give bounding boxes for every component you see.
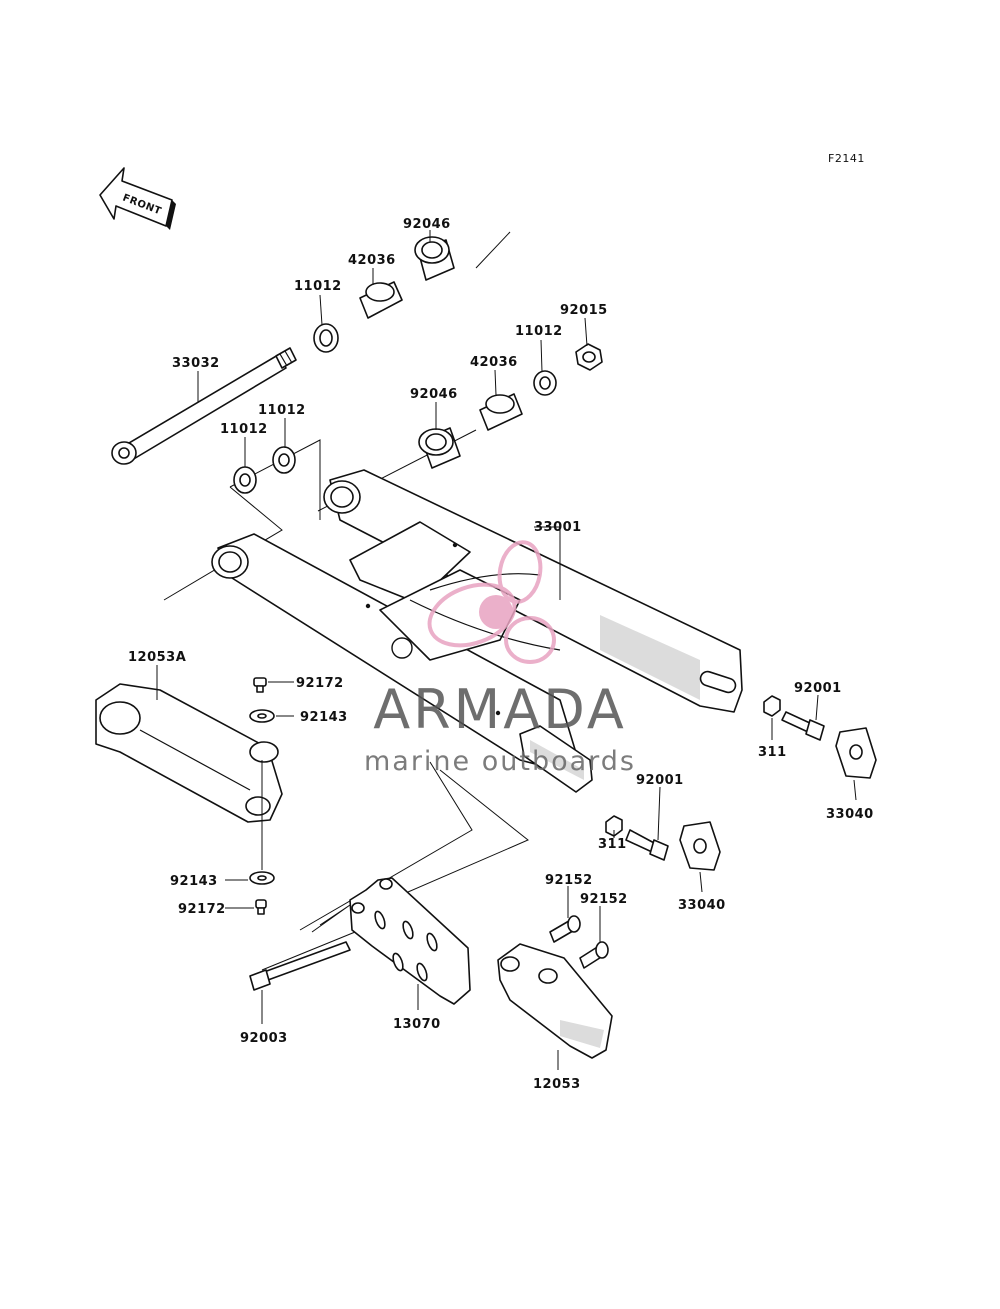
label-33032: 33032 (172, 356, 220, 371)
pivot-shaft-33032 (111, 347, 297, 465)
leader-lines (156, 230, 857, 1070)
label-92001-mid: 92001 (636, 773, 684, 788)
nut-311-right (763, 695, 781, 717)
chain-guide-12053 (497, 943, 613, 1059)
label-11012-a: 11012 (220, 422, 268, 437)
watermark-tagline: marine outboards (364, 746, 636, 777)
bolt-92001-right (781, 711, 825, 741)
bushing-11012-left-b (272, 446, 296, 474)
bushing-11012-top (313, 323, 339, 353)
label-11012-b: 11012 (258, 403, 306, 418)
collar-42036-top (359, 281, 403, 319)
plate-33040-right (835, 727, 877, 779)
pin-92152-b (579, 941, 609, 969)
screw-92172-bottom (255, 899, 267, 915)
armada-logo-icon (427, 540, 556, 664)
bearing-92046-top (414, 236, 455, 281)
chain-guide-plate (519, 725, 593, 793)
label-33001: 33001 (534, 520, 582, 535)
label-92152-b: 92152 (580, 892, 628, 907)
washer-92143-bottom (249, 871, 275, 885)
label-42036-top: 42036 (348, 253, 396, 268)
label-33040-right: 33040 (826, 807, 874, 822)
bushing-11012-right (533, 370, 557, 396)
label-12053A: 12053A (128, 650, 186, 665)
plate-33040-mid (679, 821, 721, 871)
chain-guide-13070 (349, 877, 471, 1005)
front-arrow-icon: FRONT (99, 167, 176, 230)
label-92015: 92015 (560, 303, 608, 318)
label-92172-top: 92172 (296, 676, 344, 691)
label-13070: 13070 (393, 1017, 441, 1032)
bearing-92046-mid (418, 427, 461, 469)
armada-watermark: ARMADA marine outboards (364, 540, 636, 777)
chain-slider-12053A (95, 683, 283, 823)
watermark-brand: ARMADA (373, 678, 627, 741)
label-33040-mid: 33040 (678, 898, 726, 913)
washer-92143-top (249, 709, 275, 723)
label-92001-right: 92001 (794, 681, 842, 696)
label-11012-right: 11012 (515, 324, 563, 339)
label-92003: 92003 (240, 1031, 288, 1046)
label-311-mid: 311 (598, 837, 627, 852)
collar-42036-mid (479, 393, 523, 431)
label-12053: 12053 (533, 1077, 581, 1092)
label-92143-bottom: 92143 (170, 874, 218, 889)
label-92152-a: 92152 (545, 873, 593, 888)
label-92172-bottom: 92172 (178, 902, 226, 917)
bushing-11012-left-a (233, 466, 257, 494)
bolt-92003 (249, 941, 351, 991)
bolt-92001-mid (625, 829, 669, 861)
pin-92152-a (549, 915, 581, 943)
label-92046-mid: 92046 (410, 387, 458, 402)
part-labels: 92046 42036 11012 92015 11012 42036 3303… (128, 217, 874, 1092)
screw-92172-top (253, 677, 267, 693)
label-92046-top: 92046 (403, 217, 451, 232)
label-11012-top: 11012 (294, 279, 342, 294)
label-42036-mid: 42036 (470, 355, 518, 370)
label-92143-top: 92143 (300, 710, 348, 725)
nut-92015 (575, 343, 603, 371)
nut-311-mid (605, 815, 623, 837)
figure-code: F2141 (828, 152, 865, 165)
label-311-right: 311 (758, 745, 787, 760)
